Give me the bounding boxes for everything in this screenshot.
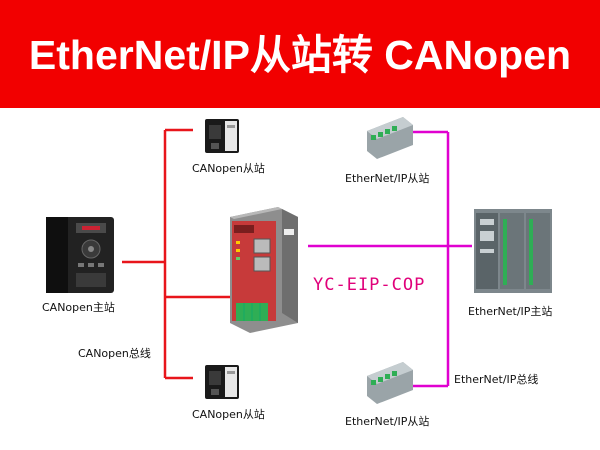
- gateway-icon: [230, 207, 298, 333]
- canopen-bus-lines: [122, 128, 234, 380]
- gateway-model-label: YC-EIP-COP: [313, 275, 426, 295]
- servo-drive-icon: [205, 365, 239, 399]
- servo-drive-icon: [205, 119, 239, 153]
- title-banner: EtherNet/IP从站转 CANopen: [0, 0, 600, 108]
- eip-bus-label: EtherNet/IP总线: [454, 373, 539, 386]
- io-module-icon: [367, 117, 413, 159]
- ethernet-bus-lines: [308, 130, 472, 388]
- canopen-master-label: CANopen主站: [42, 301, 115, 314]
- io-module-icon: [367, 362, 413, 404]
- canopen-slave-bottom-label: CANopen从站: [192, 408, 265, 421]
- canopen-bus-label: CANopen总线: [78, 347, 151, 360]
- plc-icon: [474, 209, 552, 293]
- canopen-slave-top-label: CANopen从站: [192, 162, 265, 175]
- eip-slave-bottom-label: EtherNet/IP从站: [345, 415, 430, 428]
- eip-master-label: EtherNet/IP主站: [468, 305, 553, 318]
- eip-slave-top-label: EtherNet/IP从站: [345, 172, 430, 185]
- vfd-inverter-icon: [46, 217, 114, 293]
- banner-title: EtherNet/IP从站转 CANopen: [28, 32, 572, 78]
